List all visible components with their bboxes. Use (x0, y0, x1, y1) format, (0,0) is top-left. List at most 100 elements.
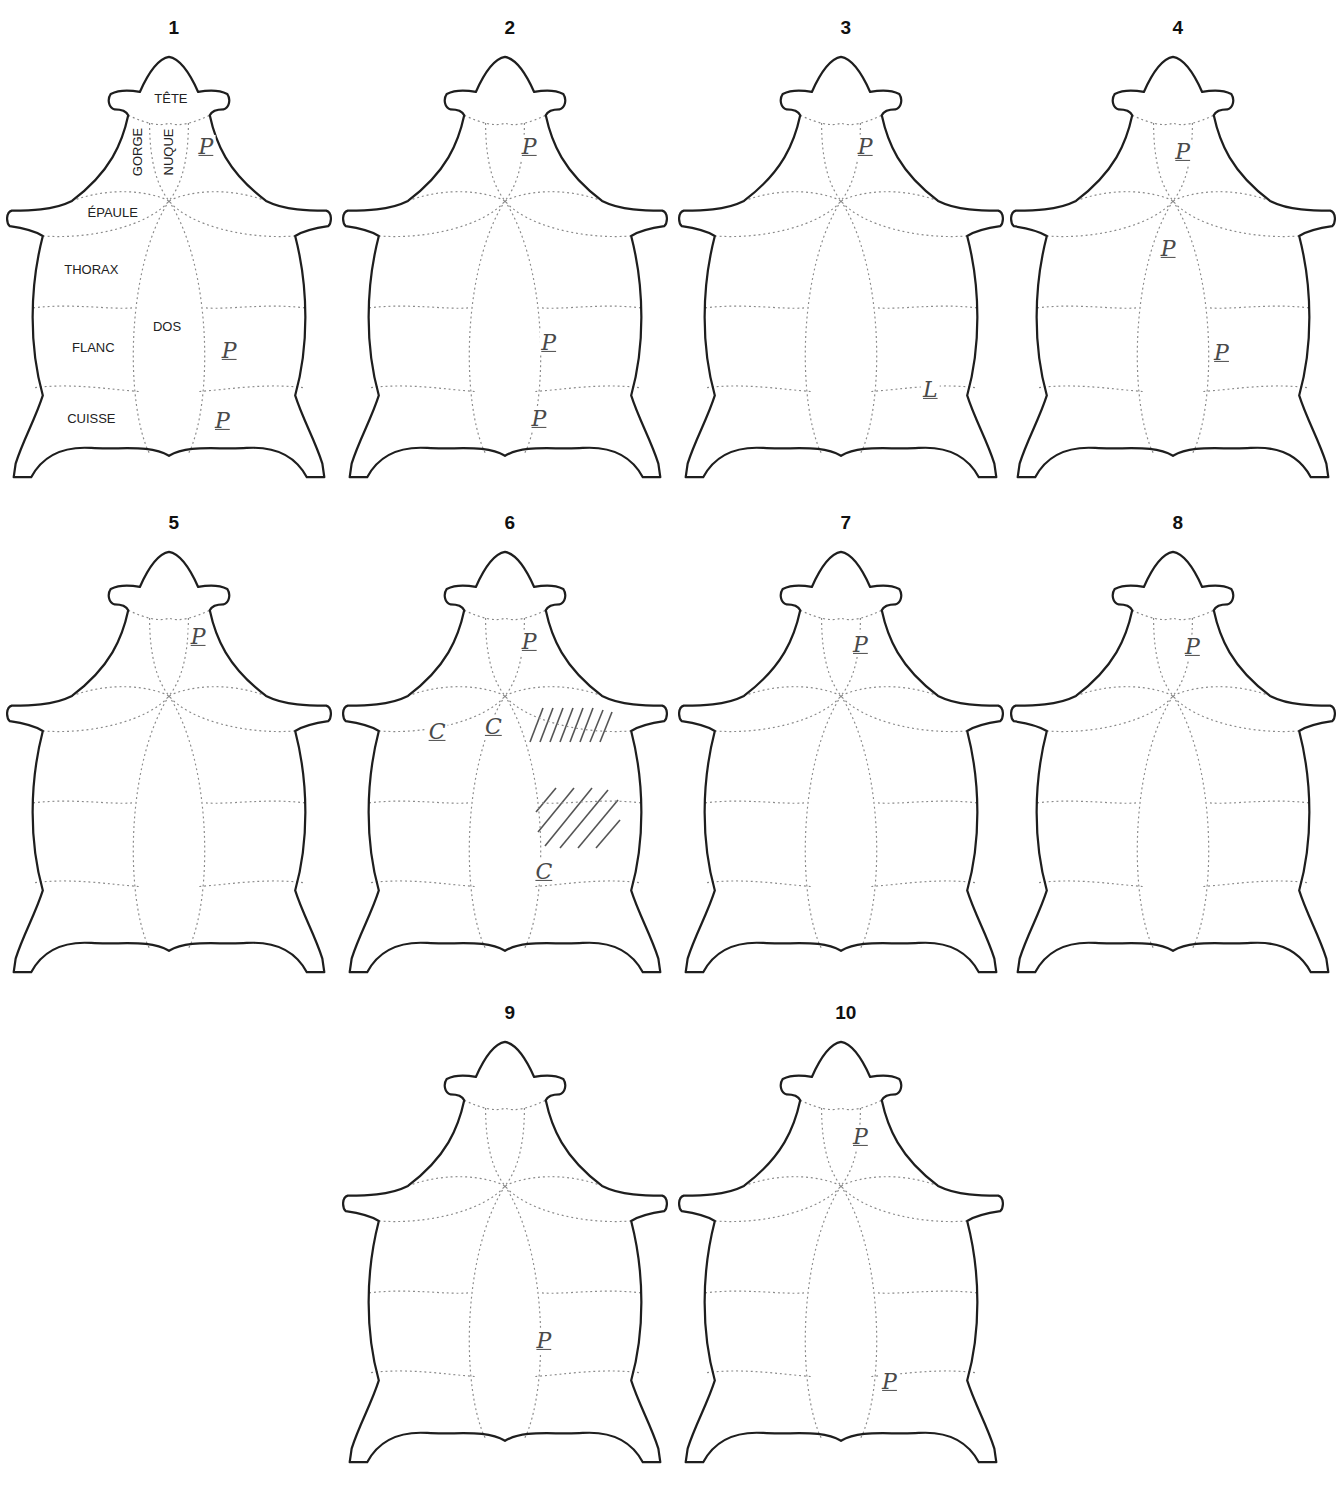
hide-shape: 10PP (676, 1040, 1006, 1468)
hide-border (7, 57, 331, 477)
defect-mark: P (851, 633, 870, 657)
region-boundary (169, 618, 188, 696)
region-boundary (805, 1186, 841, 1439)
region-boundary (128, 610, 210, 619)
region-boundary (1173, 696, 1209, 949)
region-boundary (198, 881, 303, 887)
region-boundary (841, 696, 877, 949)
defect-mark: P (1159, 237, 1178, 261)
region-boundary (371, 881, 476, 887)
region-boundary (72, 192, 169, 201)
hide-number: 8 (1171, 512, 1186, 533)
region-boundary (744, 192, 841, 201)
defect-mark: P (520, 135, 539, 159)
region-boundary (707, 881, 812, 887)
hide-shape: 9P (340, 1040, 670, 1468)
hide-number: 10 (833, 1002, 858, 1023)
region-boundary (369, 306, 468, 308)
region-boundary (822, 618, 841, 696)
region-boundary (542, 306, 641, 308)
region-boundary (841, 696, 967, 732)
region-boundary (206, 801, 305, 803)
hide-number: 7 (839, 512, 854, 533)
region-boundary (169, 687, 266, 696)
region-boundary (369, 1291, 468, 1293)
region-boundary (534, 386, 639, 392)
region-boundary (800, 610, 882, 619)
region-boundary (1210, 801, 1309, 803)
region-name: CUISSE (65, 412, 117, 426)
region-boundary (1173, 201, 1299, 237)
region-boundary (43, 201, 169, 237)
region-boundary (505, 192, 602, 201)
region-boundary (371, 1371, 476, 1377)
region-name: NUQUE (162, 127, 176, 178)
region-boundary (705, 801, 804, 803)
region-boundary (715, 696, 841, 732)
defect-mark: P (520, 630, 539, 654)
defect-mark: P (220, 339, 239, 363)
region-boundary (469, 1186, 505, 1439)
hide-outline (1008, 550, 1338, 978)
region-boundary (43, 696, 169, 732)
region-boundary (206, 306, 305, 308)
region-boundary (1173, 687, 1270, 696)
defect-mark: P (530, 407, 549, 431)
region-boundary (486, 123, 505, 201)
region-boundary (486, 1108, 505, 1186)
hide-number: 6 (503, 512, 518, 533)
region-boundary (169, 201, 295, 237)
hide-number: 1 (167, 17, 182, 38)
region-boundary (1076, 687, 1173, 696)
region-boundary (707, 1371, 812, 1377)
defect-mark: P (539, 331, 558, 355)
region-boundary (1047, 696, 1173, 732)
region-boundary (464, 1100, 546, 1109)
hide-border (1011, 57, 1335, 477)
region-boundary (542, 1291, 641, 1293)
region-boundary (408, 1177, 505, 1186)
region-boundary (542, 801, 641, 803)
hide-shape: 3PL (676, 55, 1006, 483)
region-boundary (505, 696, 631, 732)
region-boundary (800, 1100, 882, 1109)
hide-border (1011, 552, 1335, 972)
region-boundary (1047, 201, 1173, 237)
region-boundary (1173, 696, 1299, 732)
region-boundary (169, 192, 266, 201)
hide-number: 3 (839, 17, 854, 38)
region-boundary (133, 696, 169, 949)
region-boundary (744, 1177, 841, 1186)
region-boundary (870, 881, 975, 887)
hide-outline (676, 550, 1006, 978)
hide-border (343, 57, 667, 477)
region-boundary (1202, 881, 1307, 887)
region-boundary (150, 618, 169, 696)
hide-outline (340, 1040, 670, 1468)
region-boundary (35, 881, 140, 887)
defect-mark: P (1183, 635, 1202, 659)
hatch-area (530, 708, 620, 848)
region-boundary (841, 1186, 877, 1439)
region-name: ÉPAULE (86, 206, 140, 220)
region-boundary (464, 115, 546, 124)
region-boundary (715, 201, 841, 237)
hide-outline (340, 55, 670, 483)
hide-number: 4 (1171, 17, 1186, 38)
region-boundary (128, 115, 210, 124)
region-name: TÊTE (152, 92, 189, 106)
region-boundary (878, 1291, 977, 1293)
region-boundary (72, 687, 169, 696)
defect-mark: P (189, 625, 208, 649)
hide-number: 2 (503, 17, 518, 38)
region-boundary (822, 123, 841, 201)
hide-outline (4, 550, 334, 978)
region-boundary (198, 386, 303, 392)
defect-mark: P (534, 1329, 553, 1353)
region-boundary (371, 386, 476, 392)
defect-mark: P (880, 1370, 899, 1394)
region-boundary (841, 1186, 967, 1222)
defect-mark: P (1212, 341, 1231, 365)
region-boundary (1154, 123, 1173, 201)
